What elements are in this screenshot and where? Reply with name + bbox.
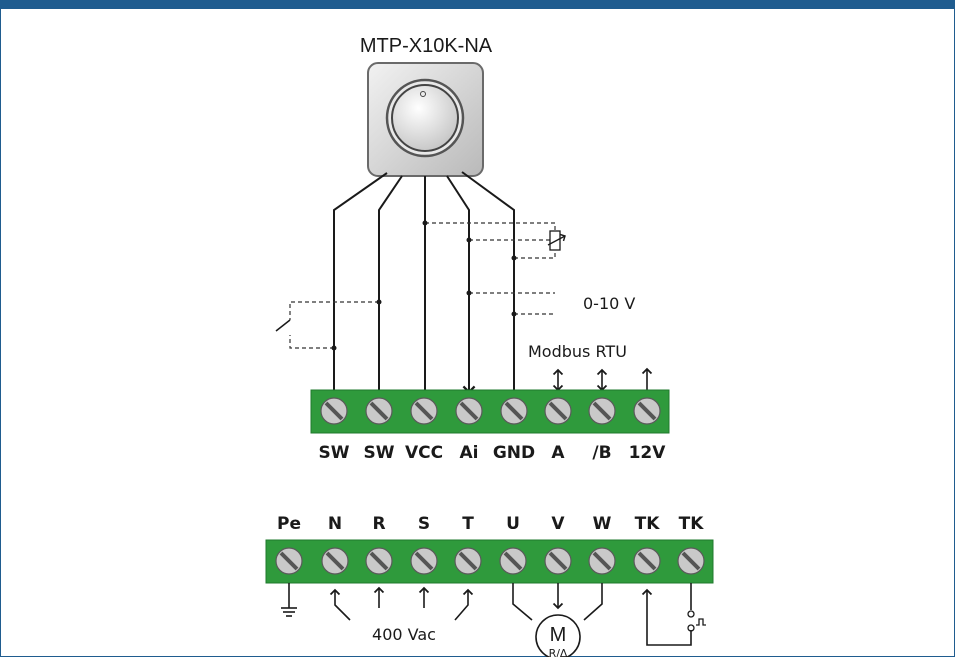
power-terminal-label: R	[372, 514, 385, 534]
power-terminal-screw	[544, 547, 572, 575]
power-terminal-label: TK	[635, 514, 661, 534]
switch-icon	[275, 319, 291, 332]
power-terminal-labels: Pe N R S T U V W TK TK	[277, 514, 704, 534]
power-terminal-label: S	[418, 514, 430, 534]
power-wires	[281, 583, 692, 646]
power-terminal-screw	[677, 547, 705, 575]
header-bar	[0, 0, 955, 9]
power-terminal-label: T	[462, 514, 474, 534]
control-terminal-screw	[500, 397, 528, 425]
control-terminal-screw	[455, 397, 483, 425]
power-terminal-screw	[321, 547, 349, 575]
power-terminal-screw	[454, 547, 482, 575]
potentiometer-device	[367, 62, 484, 177]
control-terminal-labels: SW SW VCC Ai GND A/B 12V	[319, 443, 667, 463]
power-terminal-label: W	[593, 514, 612, 534]
knob-icon	[391, 84, 459, 152]
control-terminal-screw	[633, 397, 661, 425]
power-terminal-screw	[633, 547, 661, 575]
power-terminal-screw	[588, 547, 616, 575]
control-terminal-label: 12V	[629, 443, 667, 463]
control-terminal-label: SW	[319, 443, 350, 463]
power-terminal-screw	[365, 547, 393, 575]
control-wires	[333, 171, 515, 395]
modbus-label: Modbus RTU	[528, 342, 627, 361]
motor-symbol: M	[550, 624, 567, 646]
bus-arrows	[552, 367, 653, 392]
power-terminal-label: V	[551, 514, 565, 534]
power-terminal-block	[265, 539, 714, 584]
motor-icon: M Ɽ/Δ	[535, 614, 581, 657]
motor-winding: Ɽ/Δ	[549, 647, 568, 657]
power-terminal-screw	[275, 547, 303, 575]
control-terminal-label: SW	[364, 443, 395, 463]
external-potentiometer-icon	[547, 230, 566, 251]
control-terminal-label: /B	[592, 443, 611, 463]
power-terminal-label: TK	[679, 514, 705, 534]
supply-voltage-label: 400 Vac	[372, 625, 436, 644]
power-terminal-label: U	[506, 514, 520, 534]
control-terminal-label: A	[551, 443, 565, 463]
junction-dots	[331, 220, 517, 351]
voltage-range-label: 0-10 V	[583, 294, 635, 313]
control-terminal-label: VCC	[405, 443, 443, 463]
control-terminal-screw	[320, 397, 348, 425]
control-terminal-label: Ai	[460, 443, 479, 463]
control-terminal-screw	[365, 397, 393, 425]
control-terminal-screw	[588, 397, 616, 425]
control-terminal-screw	[544, 397, 572, 425]
thermal-contact-icon	[687, 610, 706, 632]
control-terminal-screw	[410, 397, 438, 425]
device-model-label: MTP-X10K-NA	[360, 35, 493, 57]
optional-connections	[289, 222, 556, 349]
power-terminal-screw	[410, 547, 438, 575]
power-terminal-label: Pe	[277, 514, 301, 534]
control-terminal-block	[310, 389, 670, 434]
power-terminal-label: N	[328, 514, 342, 534]
power-terminal-screw	[499, 547, 527, 575]
control-terminal-label: GND	[493, 443, 535, 463]
